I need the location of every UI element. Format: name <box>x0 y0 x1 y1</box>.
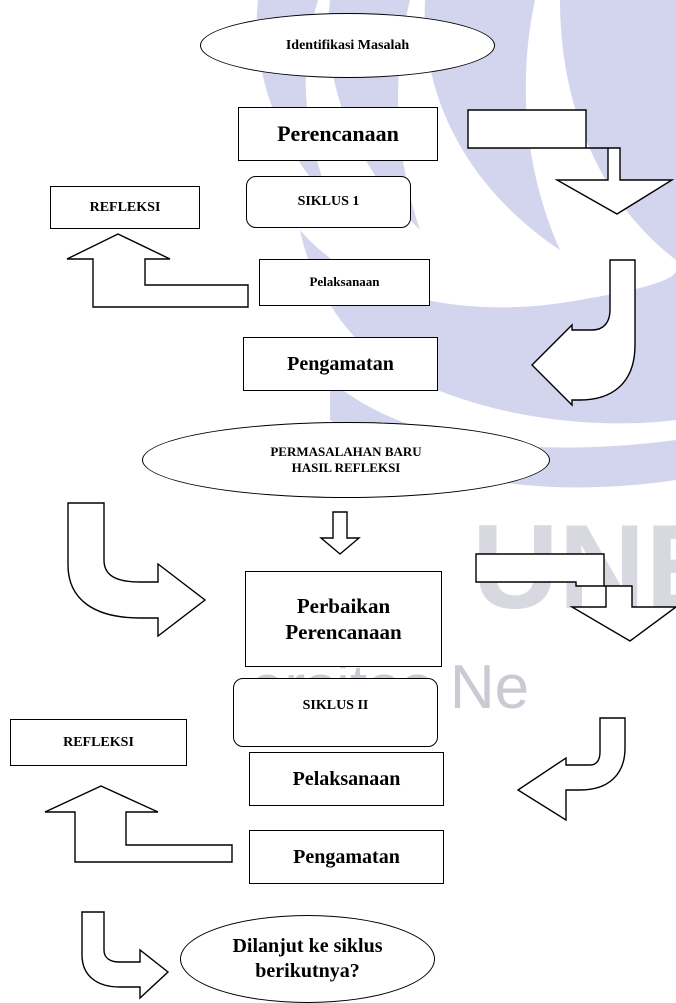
curved-arrow-to-pelaksanaan-2 <box>516 717 626 822</box>
node-pelaksanaan-2: Pelaksanaan <box>249 752 444 806</box>
curved-arrow-to-perbaikan <box>67 502 207 638</box>
node-refleksi-1: REFLEKSI <box>50 186 200 229</box>
node-pengamatan-2: Pengamatan <box>249 830 444 884</box>
node-perbaikan-perencanaan: Perbaikan Perencanaan <box>245 571 442 667</box>
small-down-arrow <box>319 511 361 555</box>
bent-arrow-up-refleksi-2 <box>44 785 233 863</box>
node-permasalahan-line-2: HASIL REFLEKSI <box>291 460 401 475</box>
node-permasalahan-baru: PERMASALAHAN BARU HASIL REFLEKSI <box>142 422 550 498</box>
bent-arrow-right-down-2 <box>475 553 676 642</box>
bent-arrow-right-down-1 <box>467 109 675 215</box>
node-pengamatan-2-label: Pengamatan <box>293 845 400 868</box>
node-identifikasi-masalah: Identifikasi Masalah <box>200 13 495 78</box>
node-pengamatan-1-label: Pengamatan <box>287 352 394 375</box>
node-siklus-2-label: SIKLUS II <box>302 698 369 713</box>
node-siklus-1: SIKLUS 1 <box>246 176 411 228</box>
curved-arrow-to-pengamatan-1 <box>531 259 636 407</box>
node-siklus-2: SIKLUS II <box>233 678 438 747</box>
node-dilanjut-line-2: berikutnya? <box>255 960 360 982</box>
node-perbaikan-line-1: Perbaikan <box>296 593 391 618</box>
node-siklus-1-label: SIKLUS 1 <box>297 194 360 210</box>
bent-arrow-up-refleksi-1 <box>66 233 249 308</box>
node-perencanaan: Perencanaan <box>238 107 438 161</box>
node-identifikasi-label: Identifikasi Masalah <box>285 37 410 53</box>
node-refleksi-2: REFLEKSI <box>10 719 187 766</box>
node-dilanjut-siklus: Dilanjut ke siklus berikutnya? <box>180 915 435 1003</box>
node-perbaikan-line-2: Perencanaan <box>285 620 402 644</box>
curved-arrow-to-dilanjut <box>81 911 170 1000</box>
node-pengamatan-1: Pengamatan <box>243 337 438 391</box>
node-permasalahan-line-1: PERMASALAHAN BARU <box>270 443 422 459</box>
node-pelaksanaan-1-label: Pelaksanaan <box>309 274 380 290</box>
node-pelaksanaan-2-label: Pelaksanaan <box>292 767 401 790</box>
node-pelaksanaan-1: Pelaksanaan <box>259 259 430 306</box>
node-refleksi-1-label: REFLEKSI <box>89 199 161 215</box>
node-refleksi-2-label: REFLEKSI <box>63 734 134 750</box>
node-dilanjut-line-1: Dilanjut ke siklus <box>232 935 383 957</box>
node-perencanaan-label: Perencanaan <box>277 121 399 147</box>
